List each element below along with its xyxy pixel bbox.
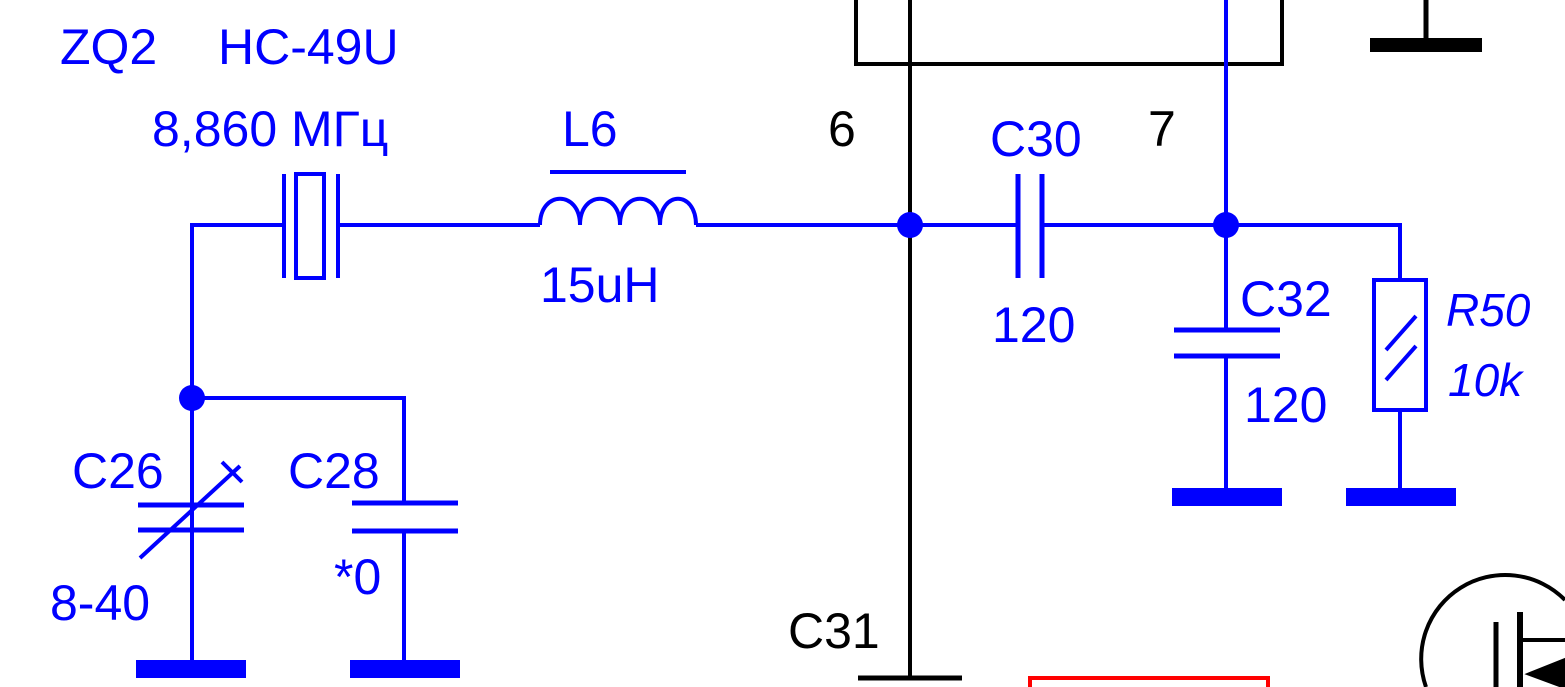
junction-dot-pin7	[1213, 212, 1239, 238]
c32-ref-label: C32	[1240, 271, 1332, 327]
c30-value-label: 120	[992, 297, 1075, 353]
crystal-package-label: HC-49U	[218, 19, 399, 75]
capacitor-c26-trimmer-symbol	[138, 460, 244, 560]
pin7-label: 7	[1148, 101, 1176, 157]
capacitor-c30-symbol	[1015, 174, 1045, 278]
capacitor-c28-symbol	[352, 500, 458, 534]
inductor-l6-symbol	[538, 170, 698, 226]
main-wiring	[190, 223, 1402, 668]
inductor-value-label: 15uH	[540, 257, 660, 313]
ground-symbol-r50	[1346, 488, 1456, 506]
c26-value-label: 8-40	[50, 575, 150, 631]
ground-symbol-c28	[350, 660, 460, 678]
c31-ref-label: C31	[788, 603, 880, 659]
ic-box-outline	[854, 0, 1284, 66]
c30-ref-label: C30	[990, 111, 1082, 167]
c28-ref-label: C28	[288, 443, 380, 499]
c32-value-label: 120	[1244, 377, 1327, 433]
ground-symbol-c32	[1172, 488, 1282, 506]
resistor-r50-symbol	[1372, 278, 1428, 412]
crystal-frequency-label: 8,860 МГц	[152, 101, 388, 157]
capacitor-c32-symbol	[1174, 327, 1280, 359]
ground-symbol-top-right	[1370, 0, 1482, 52]
junction-dot-pin6	[897, 212, 923, 238]
highlight-box-edge	[1028, 676, 1270, 687]
crystal-zq2-symbol	[282, 172, 340, 280]
inductor-ref-label: L6	[562, 101, 618, 157]
junction-dot-left	[179, 385, 205, 411]
c26-ref-label: C26	[72, 443, 164, 499]
pin6-label: 6	[828, 101, 856, 157]
transistor-symbol	[1419, 572, 1565, 687]
crystal-ref-label: ZQ2	[60, 19, 157, 75]
r50-value-label: 10k	[1448, 354, 1524, 406]
c28-value-label: *0	[334, 549, 381, 605]
r50-ref-label: R50	[1446, 284, 1531, 336]
ground-symbol-c26	[136, 660, 246, 678]
